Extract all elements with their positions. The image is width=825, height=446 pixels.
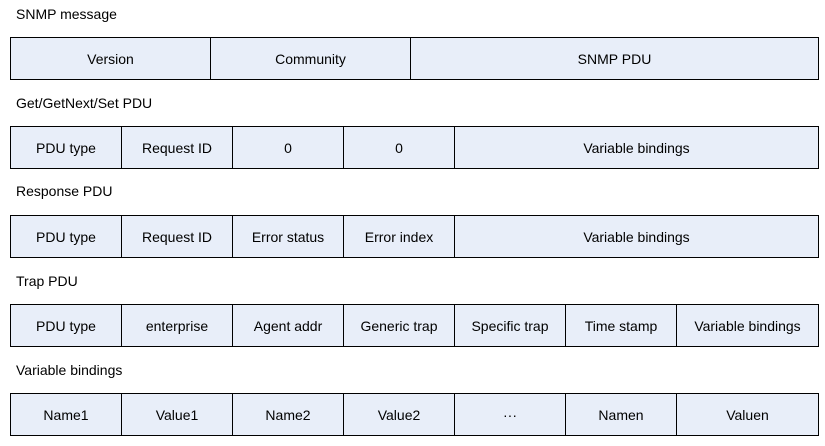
trap-pdu-title: Trap PDU: [16, 273, 78, 289]
variable-bindings-field: Variable bindings: [583, 228, 690, 245]
variable-bindings-row: Name1 Value1 Name2 Value2 ··· Namen Valu…: [10, 393, 819, 436]
value1-field: Value1: [122, 394, 233, 435]
name2-field: Name2: [233, 394, 344, 435]
pdu-type-field: PDU type: [11, 127, 122, 168]
generic-trap-field: Generic trap: [344, 305, 455, 346]
request-id-field: Request ID: [122, 216, 233, 257]
get-pdu-row: PDU type Request ID 0 0 Variable binding…: [10, 126, 819, 169]
community-field: Community: [211, 38, 411, 79]
variable-bindings-field: Variable bindings: [694, 317, 801, 334]
pdu-type-field: PDU type: [11, 216, 122, 257]
version-field: Version: [11, 38, 211, 79]
namen-field: Namen: [566, 394, 677, 435]
ellipsis-field: ···: [455, 394, 566, 435]
variable-bindings-field: Variable bindings: [583, 139, 690, 156]
snmp-message-row: Version Community SNMP PDU: [10, 37, 819, 80]
error-index-field: Error index: [344, 216, 455, 257]
agent-addr-field: Agent addr: [233, 305, 344, 346]
trap-pdu-row: PDU type enterprise Agent addr Generic t…: [10, 304, 819, 347]
enterprise-field: enterprise: [122, 305, 233, 346]
snmp-pdu-field: SNMP PDU: [577, 50, 652, 67]
time-stamp-field: Time stamp: [566, 305, 677, 346]
name1-field: Name1: [11, 394, 122, 435]
response-pdu-row: PDU type Request ID Error status Error i…: [10, 215, 819, 258]
pdu-type-field: PDU type: [11, 305, 122, 346]
zero-field: 0: [344, 127, 455, 168]
valuen-field: Valuen: [726, 406, 769, 423]
error-status-field: Error status: [233, 216, 344, 257]
zero-field: 0: [233, 127, 344, 168]
get-pdu-title: Get/GetNext/Set PDU: [16, 95, 153, 111]
snmp-message-title: SNMP message: [16, 6, 117, 22]
response-pdu-title: Response PDU: [16, 183, 113, 199]
specific-trap-field: Specific trap: [455, 305, 566, 346]
request-id-field: Request ID: [122, 127, 233, 168]
variable-bindings-title: Variable bindings: [16, 362, 123, 378]
value2-field: Value2: [344, 394, 455, 435]
